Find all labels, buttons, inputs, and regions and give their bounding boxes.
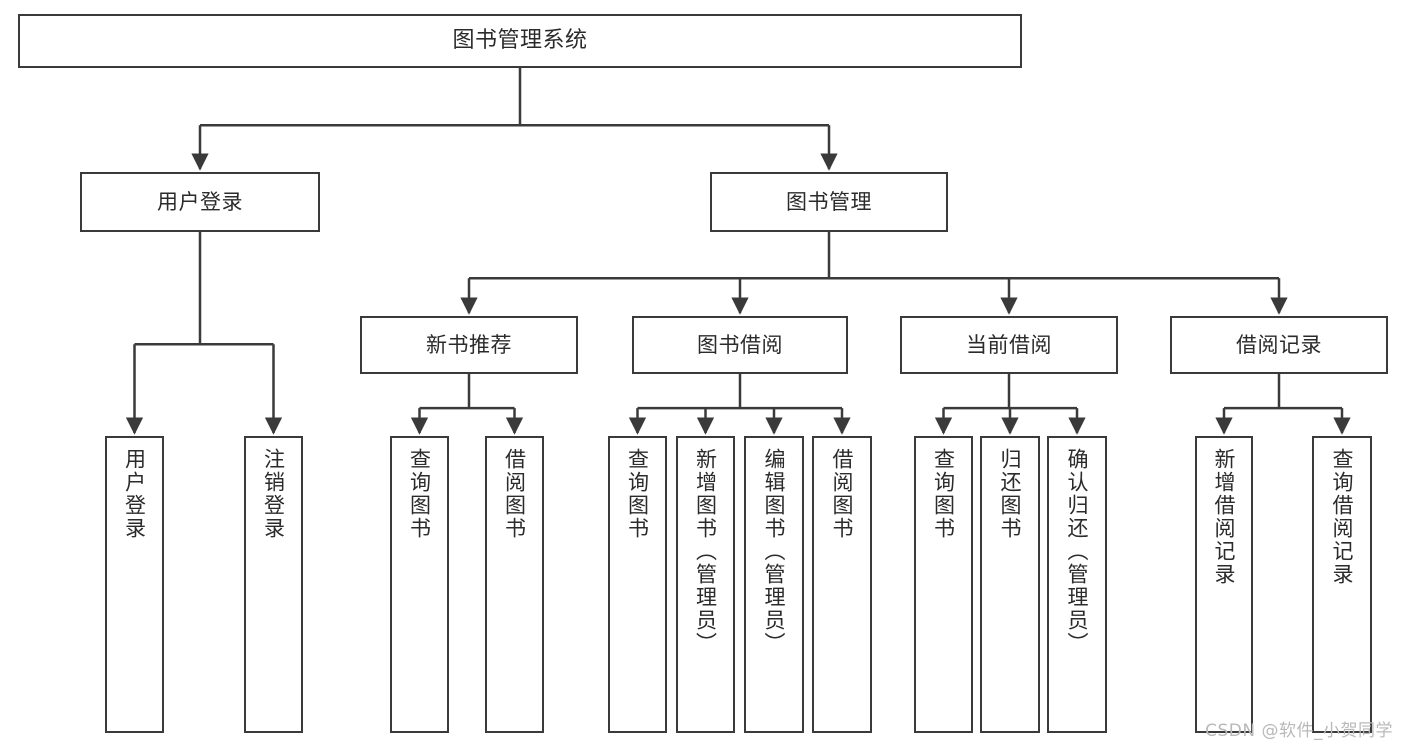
node-leaf-return-book-label: 归还图书 <box>998 448 1023 540</box>
node-leaf-query-book-3-label: 查询图书 <box>931 448 956 540</box>
node-borrow-record-label: 借阅记录 <box>1236 332 1322 357</box>
node-leaf-query-book-3[interactable]: 查询图书 <box>914 436 973 733</box>
node-leaf-query-borrow-record[interactable]: 查询借阅记录 <box>1312 436 1372 733</box>
node-leaf-add-book[interactable]: 新增图书（管理员） <box>676 436 735 733</box>
node-leaf-borrow-book-2[interactable]: 借阅图书 <box>812 436 872 733</box>
node-leaf-query-book-2-label: 查询图书 <box>625 448 650 540</box>
node-leaf-query-book-1[interactable]: 查询图书 <box>390 436 449 733</box>
node-leaf-logout-label: 注销登录 <box>261 448 286 540</box>
node-leaf-add-borrow-record-label: 新增借阅记录 <box>1212 448 1237 586</box>
node-current-borrow[interactable]: 当前借阅 <box>900 316 1118 374</box>
node-leaf-query-book-2[interactable]: 查询图书 <box>608 436 667 733</box>
node-leaf-return-book[interactable]: 归还图书 <box>980 436 1040 733</box>
node-user-login-label: 用户登录 <box>157 189 243 214</box>
node-book-borrow-label: 图书借阅 <box>697 332 783 357</box>
node-leaf-add-book-label: 新增图书（管理员） <box>693 448 718 655</box>
node-leaf-confirm-return[interactable]: 确认归还（管理员） <box>1047 436 1107 733</box>
node-new-book-recommend[interactable]: 新书推荐 <box>360 316 578 374</box>
node-leaf-user-login-label: 用户登录 <box>122 448 147 540</box>
node-leaf-logout[interactable]: 注销登录 <box>244 436 303 733</box>
node-user-login[interactable]: 用户登录 <box>80 172 320 232</box>
node-leaf-query-book-1-label: 查询图书 <box>407 448 432 540</box>
node-leaf-borrow-book-1-label: 借阅图书 <box>502 448 527 540</box>
node-leaf-add-borrow-record[interactable]: 新增借阅记录 <box>1195 436 1253 733</box>
watermark: CSDN @软件_小贺同学 <box>1205 721 1393 741</box>
node-leaf-borrow-book-2-label: 借阅图书 <box>830 448 855 540</box>
node-root-label: 图书管理系统 <box>452 28 588 54</box>
node-new-book-recommend-label: 新书推荐 <box>426 332 512 357</box>
node-borrow-record[interactable]: 借阅记录 <box>1170 316 1388 374</box>
node-leaf-edit-book[interactable]: 编辑图书（管理员） <box>744 436 804 733</box>
node-current-borrow-label: 当前借阅 <box>966 332 1052 357</box>
node-root[interactable]: 图书管理系统 <box>18 14 1022 68</box>
node-book-manage[interactable]: 图书管理 <box>710 172 948 232</box>
node-book-manage-label: 图书管理 <box>786 189 872 214</box>
node-leaf-edit-book-label: 编辑图书（管理员） <box>762 448 787 655</box>
node-book-borrow[interactable]: 图书借阅 <box>632 316 848 374</box>
node-leaf-confirm-return-label: 确认归还（管理员） <box>1065 448 1090 655</box>
node-leaf-user-login[interactable]: 用户登录 <box>105 436 164 733</box>
node-leaf-query-borrow-record-label: 查询借阅记录 <box>1330 448 1355 586</box>
node-leaf-borrow-book-1[interactable]: 借阅图书 <box>485 436 544 733</box>
